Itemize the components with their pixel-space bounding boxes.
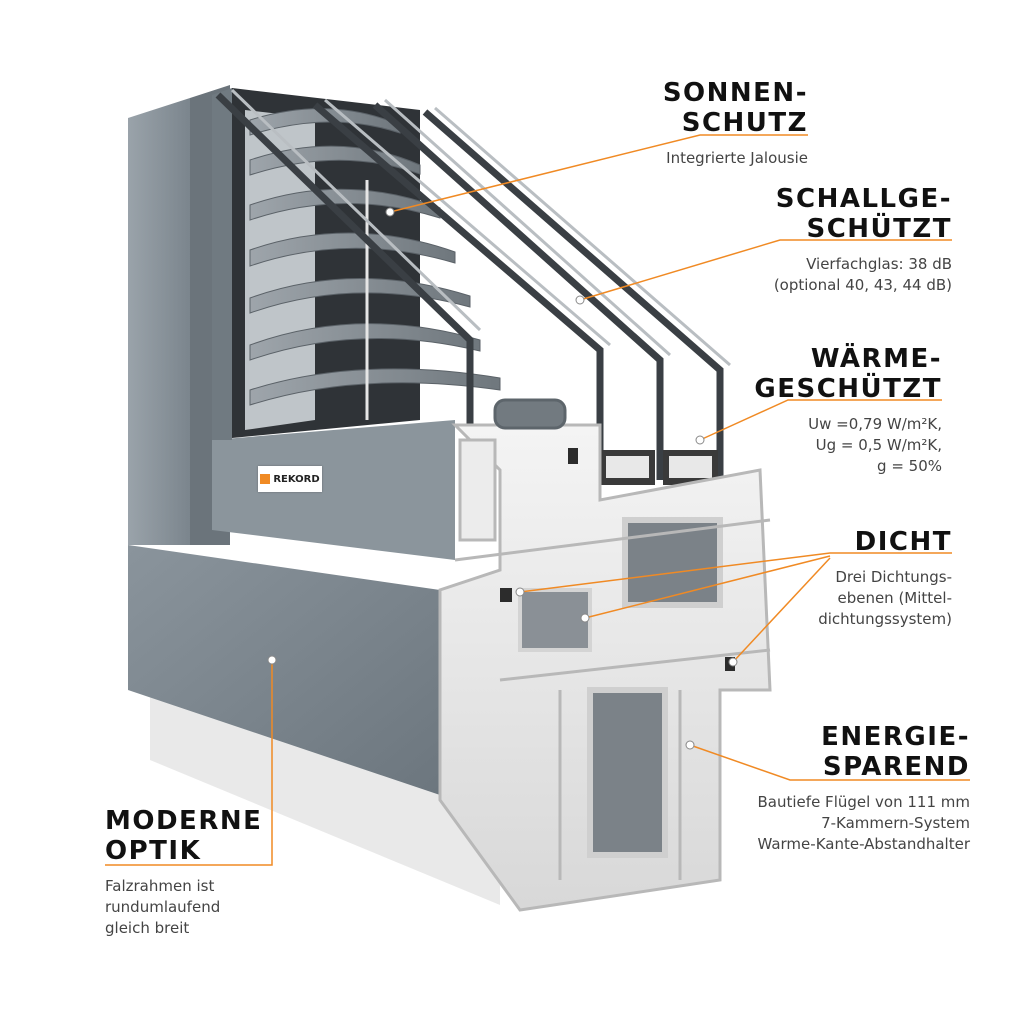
callout-description: Bautiefe Flügel von 111 mm 7-Kammern-Sys… (757, 793, 970, 853)
callout-energiesparend: ENERGIE- SPAREND Bautiefe Flügel von 111… (757, 722, 970, 855)
rekord-logo: REKORD (258, 466, 322, 492)
callout-description: Vierfachglas: 38 dB (optional 40, 43, 44… (773, 255, 952, 294)
pvc-chamber-profile (438, 398, 772, 912)
callout-description: Falzrahmen ist rundumlaufend gleich brei… (105, 877, 221, 937)
callout-title: SONNEN- SCHUTZ (662, 78, 808, 138)
glass-pane-edges (230, 88, 731, 367)
callout-description: Integrierte Jalousie (666, 149, 808, 167)
callout-description: Uw =0,79 W/m²K, Ug = 0,5 W/m²K, g = 50% (808, 415, 942, 475)
callout-title: DICHT (854, 527, 952, 557)
callout-moderne-optik: MODERNE OPTIK Falzrahmen ist rundumlaufe… (105, 806, 262, 939)
callout-waermegeschuetzt: WÄRME- GESCHÜTZT Uw =0,79 W/m²K, Ug = 0,… (754, 344, 942, 477)
sash-left-face (212, 88, 232, 440)
sash-lower-face (212, 420, 455, 560)
callout-title: ENERGIE- SPAREND (821, 722, 970, 782)
rekord-logo-mark (260, 474, 271, 484)
callout-pointer-lines (105, 134, 970, 866)
rekord-logo-text: REKORD (273, 473, 320, 485)
callout-title: SCHALLGE- SCHÜTZT (775, 184, 952, 244)
callout-title: MODERNE OPTIK (105, 806, 263, 866)
callout-description: Drei Dichtungs- ebenen (Mittel- dichtung… (818, 568, 952, 628)
callout-pointer-dots (267, 207, 738, 750)
frame-base (150, 680, 500, 905)
louvre-slats (249, 108, 501, 406)
callout-dicht: DICHT Drei Dichtungs- ebenen (Mittel- di… (818, 527, 952, 630)
callout-sonnenschutz: SONNEN- SCHUTZ Integrierte Jalousie (663, 78, 808, 169)
callout-title: WÄRME- GESCHÜTZT (754, 344, 942, 404)
outer-frame-left (128, 98, 190, 545)
callout-schallgeschuetzt: SCHALLGE- SCHÜTZT Vierfachglas: 38 dB (o… (774, 184, 952, 296)
outer-frame-face (128, 545, 440, 795)
